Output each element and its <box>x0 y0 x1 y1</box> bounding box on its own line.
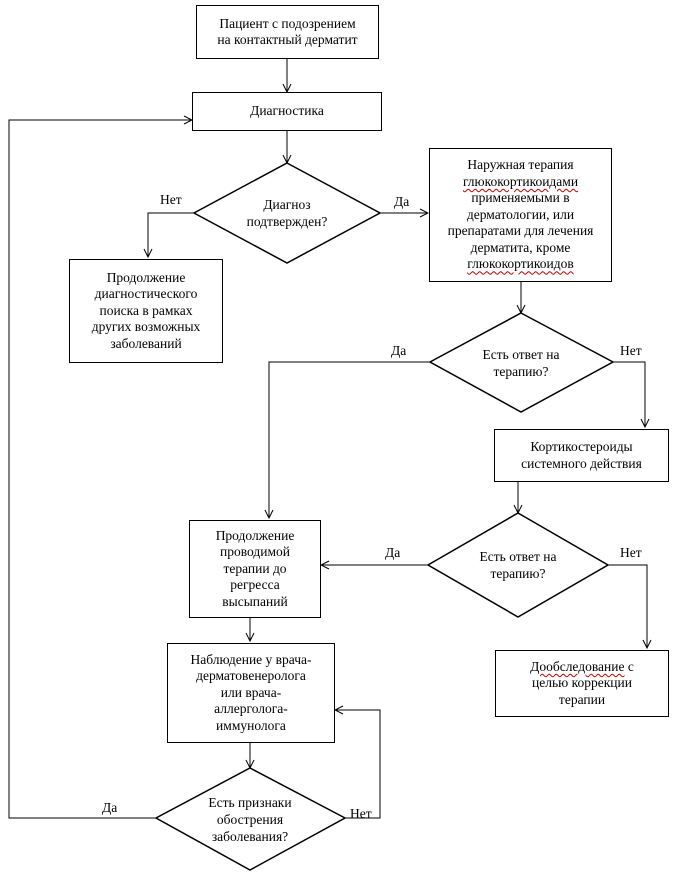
decision-text-response-1: Есть ответ на терапию? <box>482 347 560 379</box>
node-continue-therapy: Продолжение проводимой терапии до регрес… <box>189 520 321 618</box>
label-d4-yes: Да <box>102 800 118 815</box>
decision-text-response-2: Есть ответ на терапию? <box>479 549 557 581</box>
decision-text-exacerbation: Есть признаки обострения заболевания? <box>208 794 292 844</box>
decision-diamond-diagnosis <box>192 162 382 264</box>
edge-d3-no <box>608 564 647 648</box>
node-topical-therapy: Наружная терапия глюкокортикоидами приме… <box>429 148 612 282</box>
node-continue-search: Продолжение диагностического поиска в ра… <box>69 259 223 363</box>
label-d1-yes: Да <box>394 194 410 209</box>
edge-d4-no-loop <box>335 710 381 819</box>
decision-diamond-response-1 <box>428 312 615 413</box>
node-further-examination: Дообследование с целью коррекции терапии <box>495 650 669 717</box>
topical-line-3: применяемыми в дерматологии, или препара… <box>447 190 594 255</box>
edge-d2-no <box>613 361 645 427</box>
topical-line-1: Наружная терапия <box>467 157 574 173</box>
node-start: Пациент с подозрением на контактный дерм… <box>196 5 379 59</box>
label-d4-no: Нет <box>350 806 372 821</box>
decision-text-diagnosis: Диагноз подтвержден? <box>246 197 328 229</box>
topical-line-4: глюкокортикоидов <box>467 256 574 272</box>
node-systemic-corticosteroids: Кортикостероиды системного действия <box>494 429 669 482</box>
label-d3-no: Нет <box>620 545 642 560</box>
decision-diamond-response-2 <box>426 512 610 618</box>
node-diagnostics: Диагностика <box>192 92 382 131</box>
decision-diamond-exacerbation <box>154 767 347 871</box>
edge-d2-yes <box>269 361 430 518</box>
further-exam-rest-2: целью коррекции терапии <box>532 675 632 707</box>
label-d2-yes: Да <box>391 343 407 358</box>
node-observation: Наблюдение у врача- дерматовенеролога ил… <box>167 643 335 743</box>
label-d1-no: Нет <box>160 192 182 207</box>
edge-d4-yes-loop <box>8 120 192 819</box>
label-d3-yes: Да <box>385 545 401 560</box>
further-exam-rest-1: с <box>624 658 634 674</box>
further-exam-word: Дообследование <box>530 658 625 674</box>
topical-line-2: глюкокортикоидами <box>462 173 579 189</box>
label-d2-no: Нет <box>620 343 642 358</box>
edge-d1-no <box>148 212 194 257</box>
